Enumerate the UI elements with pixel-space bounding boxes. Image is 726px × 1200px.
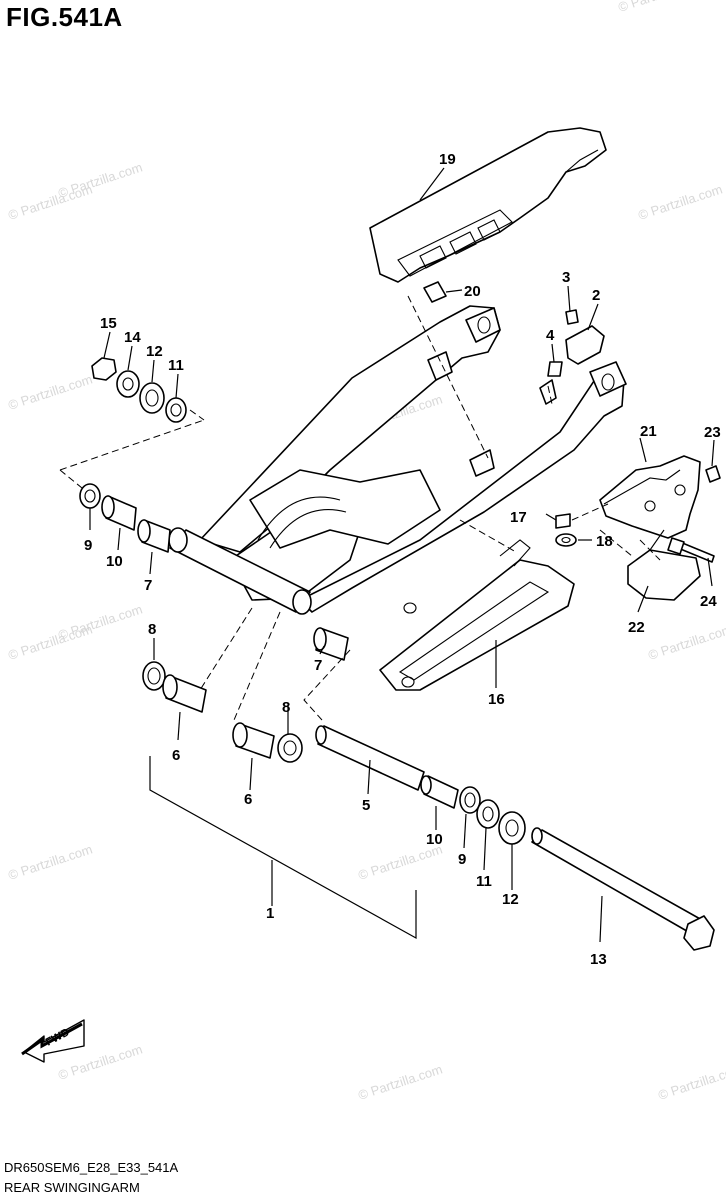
callout-12: 12 [146,343,163,360]
callout-20: 20 [464,283,481,300]
watermark-text: © Partzilla.com [56,160,144,201]
callout-8b: 8 [282,699,290,716]
watermarks: © Partzilla.com © Partzilla.com © Partzi… [6,0,726,1103]
callout-4: 4 [546,327,555,344]
callout-11: 11 [168,357,184,374]
callout-16: 16 [488,691,505,708]
watermark-text: © Partzilla.com [656,1062,726,1103]
pivot-sleeve-stack [315,725,526,845]
chain-guide-bracket [599,455,701,539]
small-hardware [423,281,721,563]
watermark-text: © Partzilla.com [356,1062,444,1103]
callout-23: 23 [704,424,721,441]
chain-guide [627,529,701,601]
fwd-arrow-icon: FWD [21,1019,85,1063]
watermark-text: © Partzilla.com [636,182,724,223]
callout-14: 14 [124,329,141,346]
callout-18: 18 [596,533,613,550]
callout-12b: 12 [502,891,519,908]
watermark-text: © Partzilla.com [56,602,144,643]
callout-3: 3 [562,269,570,286]
callout-5: 5 [362,797,370,814]
callout-21: 21 [640,423,657,440]
callout-6b: 6 [244,791,252,808]
pivot-nut-stack [91,357,187,423]
callout-24: 24 [700,593,717,610]
pivot-shaft [531,827,715,951]
callout-17: 17 [510,509,527,526]
callout-22: 22 [628,619,645,636]
leader-lines [89,167,715,943]
watermark-text: © Partzilla.com [6,842,94,883]
chain-case-cover [369,127,607,283]
alignment-lines [59,295,661,721]
callout-7: 7 [144,577,152,594]
callout-10b: 10 [426,831,443,848]
callout-10: 10 [106,553,123,570]
callout-9: 9 [84,537,92,554]
callout-9b: 9 [458,851,466,868]
callout-1: 1 [266,905,274,922]
swingarm [168,305,627,615]
callout-15: 15 [100,315,117,332]
lower-bearing-stack [142,627,349,763]
callout-19: 19 [439,151,456,168]
watermark-text: © Partzilla.com [646,622,726,663]
chain-buffer [379,539,575,691]
figure-title: FIG.541A [6,2,123,32]
callout-numbers: 19 20 3 2 4 21 23 17 18 24 22 16 15 14 1… [84,151,721,968]
callout-6: 6 [172,747,180,764]
watermark-text: © Partzilla.com [6,372,94,413]
figure-name: REAR SWINGINGARM [4,1180,140,1195]
callout-7b: 7 [314,657,322,674]
assembly-bracket [149,756,417,940]
watermark-text: © Partzilla.com [616,0,704,15]
callout-11b: 11 [476,873,492,890]
callout-2: 2 [592,287,600,304]
callout-8: 8 [148,621,156,638]
left-bearing-stack [79,483,171,553]
figure-code: DR650SEM6_E28_E33_541A [4,1160,179,1175]
callout-13: 13 [590,951,607,968]
